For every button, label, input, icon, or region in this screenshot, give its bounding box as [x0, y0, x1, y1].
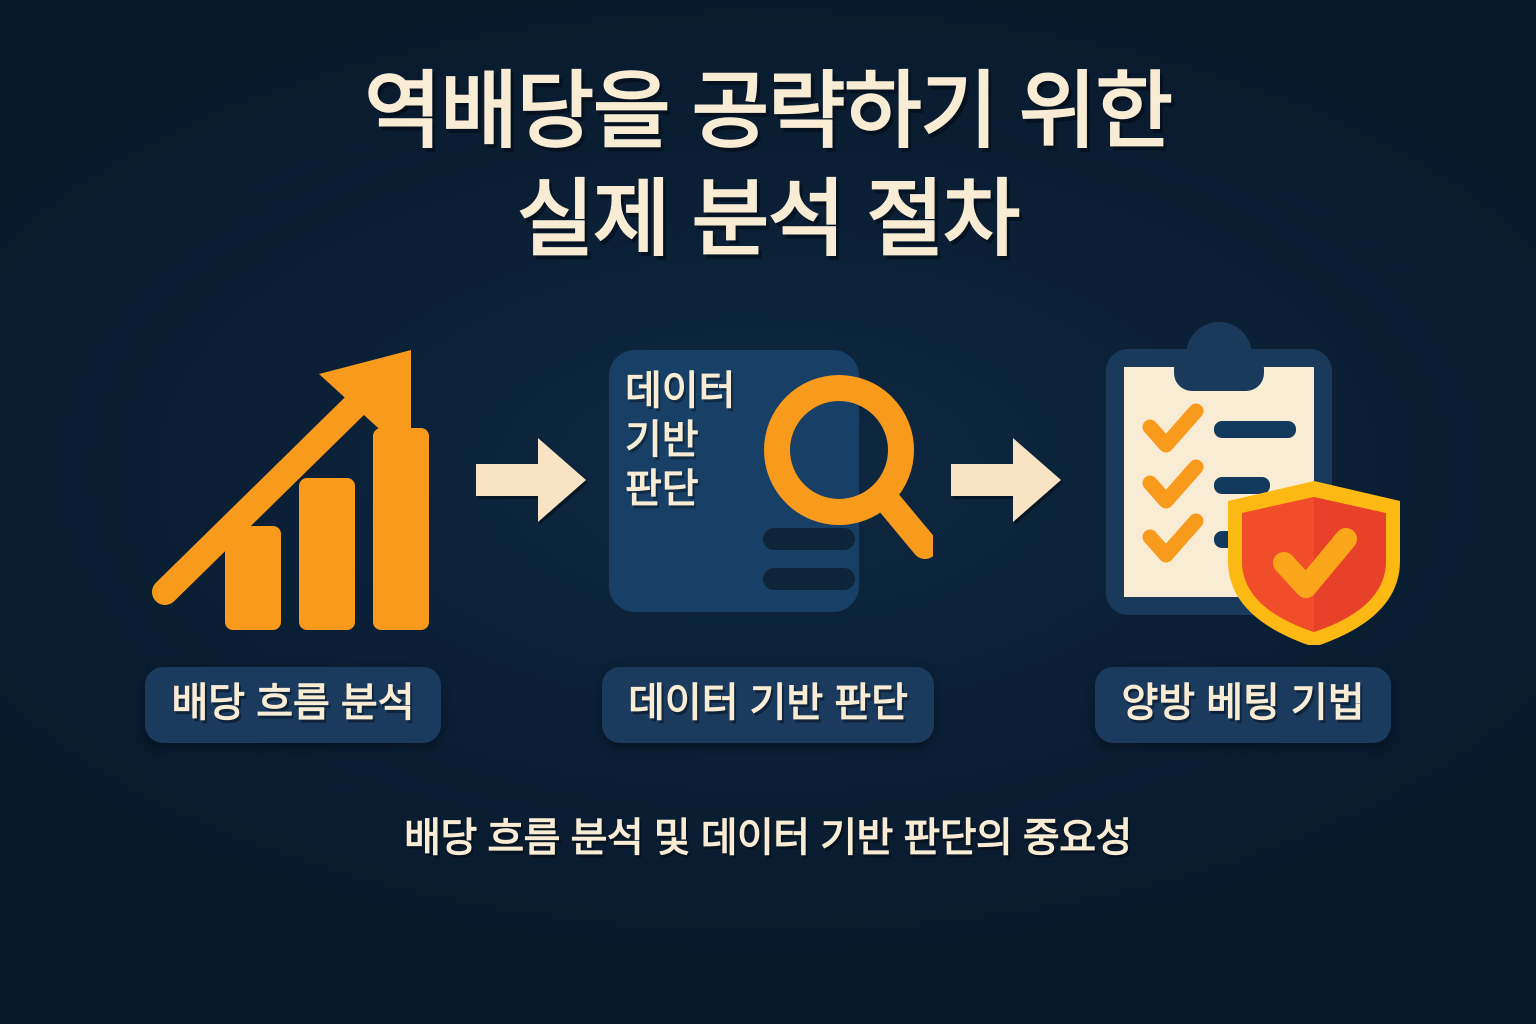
pill-slot-3: 양방 베팅 기법 — [1078, 667, 1408, 744]
data-card-magnifier-icon — [609, 350, 933, 613]
flow-step-3-icon — [1078, 315, 1408, 646]
title-line-1: 역배당을 공략하기 위한 — [364, 64, 1172, 158]
clipboard-checklist-shield-icon — [1106, 322, 1400, 646]
flow-diagram: 데이터 기반 판단 — [128, 315, 1408, 646]
pill-slot-2: 데이터 기반 판단 — [602, 667, 934, 744]
flow-label-2[interactable]: 데이터 기반 판단 — [602, 667, 934, 744]
flow-arrow-2 — [933, 315, 1078, 645]
flow-label-3[interactable]: 양방 베팅 기법 — [1095, 667, 1391, 744]
flow-step-2-icon: 데이터 기반 판단 — [603, 315, 933, 645]
flow-labels-row: 배당 흐름 분석 데이터 기반 판단 양방 베팅 기법 — [128, 667, 1408, 744]
footer-caption: 배당 흐름 분석 및 데이터 기반 판단의 중요성 — [404, 816, 1132, 861]
flow-step-1-icon — [128, 315, 458, 645]
title-line-2: 실제 분석 절차 — [516, 171, 1020, 266]
arrow-right-icon — [475, 438, 586, 523]
bar-chart-growth-icon — [152, 350, 429, 631]
pill-slot-1: 배당 흐름 분석 — [128, 667, 458, 744]
flow-label-1[interactable]: 배당 흐름 분석 — [145, 667, 441, 744]
page-title: 역배당을 공략하기 위한 실제 분석 절차 — [0, 58, 1536, 273]
flow-arrow-1 — [458, 315, 603, 645]
arrow-right-icon — [950, 438, 1061, 523]
